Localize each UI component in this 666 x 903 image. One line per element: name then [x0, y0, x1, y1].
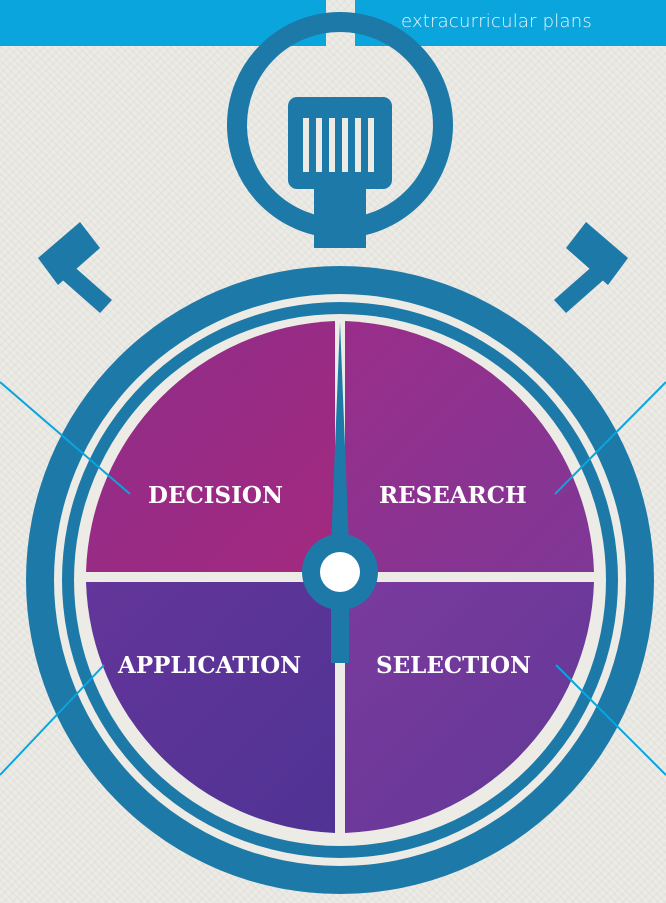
- quadrant-decision: [86, 321, 335, 572]
- banner-text: extracurricular plans: [401, 11, 592, 32]
- connector-application: [0, 664, 105, 776]
- label-selection: SELECTION: [376, 652, 531, 679]
- stopwatch-hand: [302, 322, 378, 663]
- connector-decision: [0, 381, 131, 495]
- stem: [314, 186, 366, 248]
- connector-research: [554, 381, 666, 495]
- label-decision: DECISION: [148, 482, 283, 509]
- left-pusher: [38, 222, 112, 313]
- connector-selection: [555, 664, 666, 776]
- right-pusher: [554, 222, 628, 313]
- label-research: RESEARCH: [379, 482, 527, 509]
- quadrant-research: [345, 321, 594, 572]
- label-application: APPLICATION: [117, 652, 301, 679]
- crown-button: [288, 97, 392, 189]
- quadrant-selection: [345, 582, 594, 833]
- quadrant-application: [86, 582, 335, 833]
